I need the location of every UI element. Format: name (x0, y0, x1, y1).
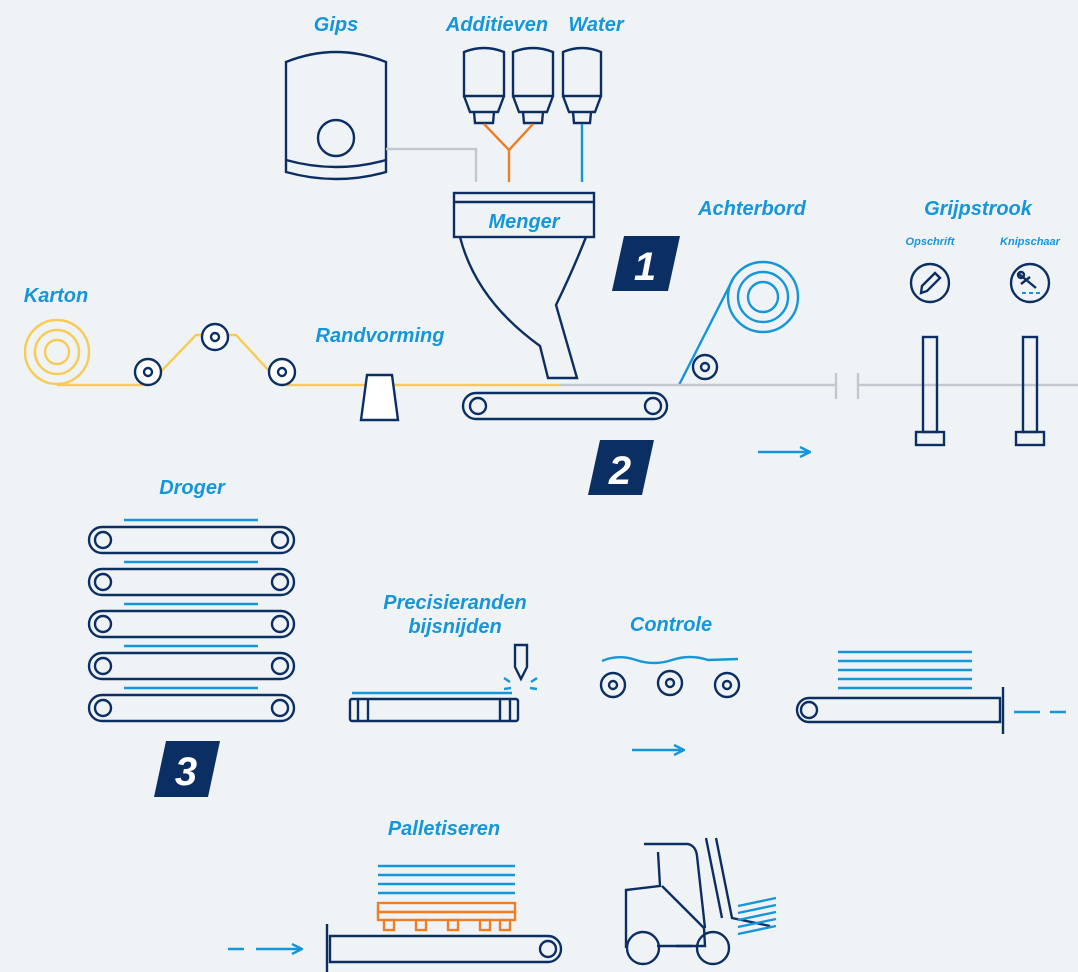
karton-roll-icon (23, 318, 91, 386)
controle-roller-2-icon (656, 669, 684, 697)
achterbord-roll-icon (677, 260, 800, 386)
achterbord-label: Achterbord (697, 198, 807, 220)
pallet-icon (376, 901, 517, 932)
step-2-badge: 2 (588, 440, 654, 495)
pallet-conveyor-icon (325, 924, 563, 972)
forklift-icon (624, 837, 771, 966)
karton-roller-2-icon (200, 322, 230, 352)
karton-web (57, 333, 560, 387)
palletiseren-label: Palletiseren (388, 818, 500, 840)
controle-board (601, 655, 739, 665)
svg-text:2: 2 (608, 449, 631, 493)
additieven-feed-line (483, 123, 534, 182)
pallet-boards (378, 864, 515, 895)
droger-conveyors-icon (87, 518, 296, 723)
main-conveyor-icon (461, 391, 669, 421)
svg-text:3: 3 (175, 750, 197, 794)
water-hopper-icon (561, 46, 603, 125)
controle-roller-3-icon (713, 671, 741, 699)
svg-text:1: 1 (634, 245, 656, 289)
controle-roller-1-icon (599, 671, 627, 699)
additieven-hopper-icon (462, 46, 555, 125)
gips-silo-icon (284, 50, 388, 181)
gips-label: Gips (314, 14, 358, 36)
grijpstrook-label: Grijpstrook (924, 198, 1033, 220)
opschrift-station-icon (914, 335, 946, 447)
karton-label: Karton (24, 285, 88, 307)
scissors-icon (1009, 262, 1051, 304)
trim-conveyor-icon (348, 697, 520, 723)
cutter-icon (503, 643, 538, 691)
precisie-label-line-1: Precisieranden (383, 592, 526, 614)
knipschaar-label: Knipschaar (1000, 236, 1061, 248)
droger-label: Droger (159, 477, 226, 499)
gips-feed-line (386, 147, 478, 182)
karton-roller-1-icon (133, 357, 163, 387)
achterbord-roller-icon (691, 353, 719, 381)
step-1-badge: 1 (612, 236, 680, 291)
menger-mixer-icon (452, 191, 596, 380)
stack-boards (838, 650, 972, 690)
forklift-boards (737, 896, 777, 936)
board-cut-mark (834, 373, 860, 399)
step-3-badge: 3 (154, 741, 220, 797)
stacker-conveyor-icon (795, 687, 1005, 734)
pencil-icon (909, 262, 951, 304)
randvorming-label: Randvorming (316, 325, 445, 347)
knipschaar-station-icon (1014, 335, 1046, 447)
randvorming-tool-icon (359, 373, 400, 422)
controle-label: Controle (630, 614, 712, 636)
karton-roller-3-icon (267, 357, 297, 387)
water-label: Water (568, 14, 624, 36)
additieven-label: Additieven (445, 14, 548, 36)
menger-label: Menger (488, 211, 560, 233)
precisie-label-line-2: bijsnijden (408, 616, 501, 638)
opschrift-label: Opschrift (906, 236, 956, 248)
